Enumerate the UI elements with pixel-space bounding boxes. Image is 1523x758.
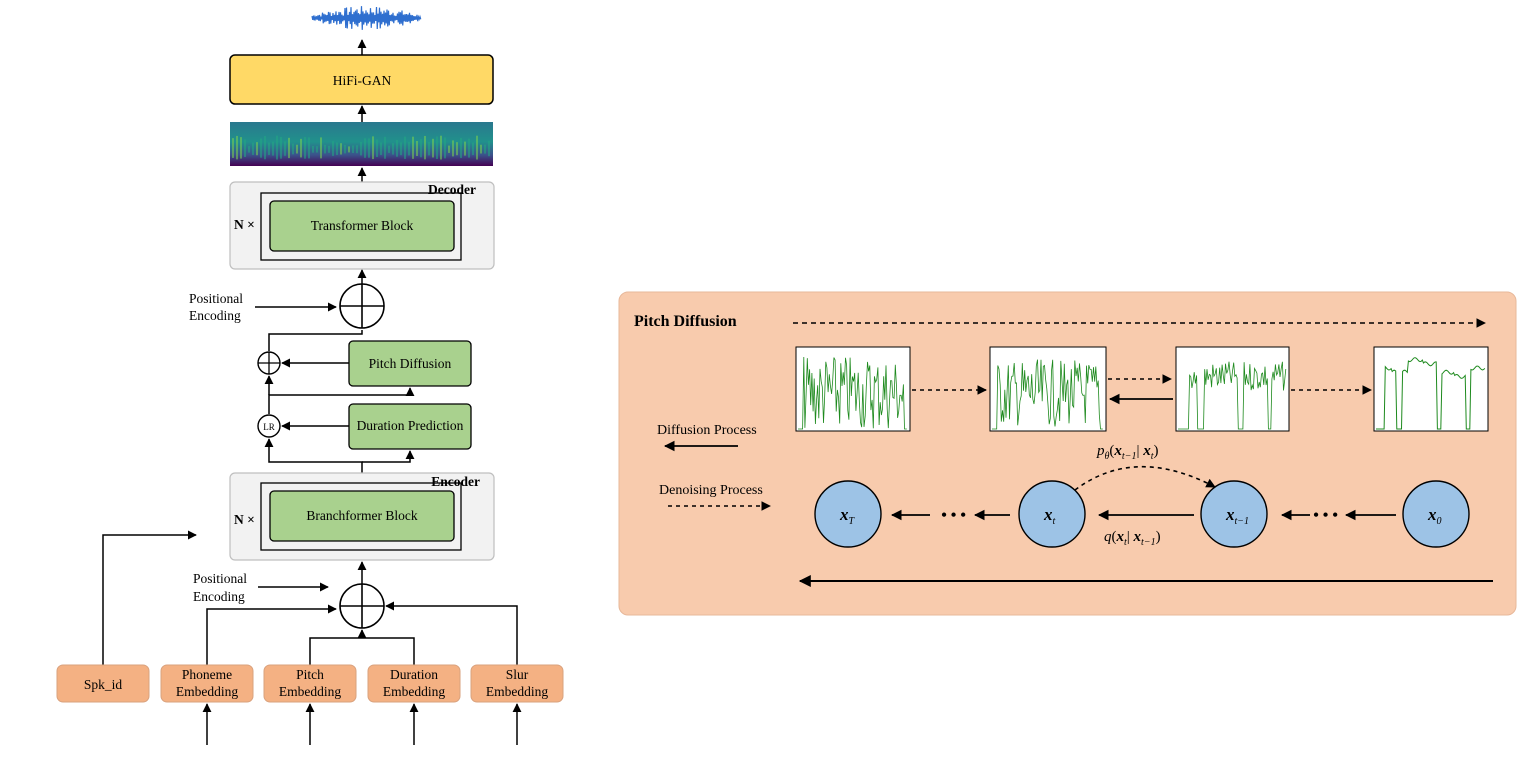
svg-text:xt−1: xt−1 <box>1225 505 1249 527</box>
pitch-diffusion-panel: Pitch Diffusion Diffusion Process Denois… <box>618 291 1517 616</box>
pitch-diffusion-label: Pitch Diffusion <box>369 356 452 371</box>
adder-pitch <box>257 351 281 375</box>
svg-text:xT: xT <box>839 505 856 527</box>
node-xt-1: xt−1 <box>1200 480 1268 548</box>
hifigan-label: HiFi-GAN <box>333 73 392 88</box>
pitch-plot-xt <box>989 346 1107 432</box>
input-label: Spk_id <box>84 677 123 692</box>
positional-encoding-top-line2: Encoding <box>189 308 241 323</box>
branchformer-block-label: Branchformer Block <box>306 508 418 523</box>
pitch-plot-x0 <box>1373 346 1489 432</box>
decoder-repeat-frame <box>260 192 462 261</box>
q-label: q(xt| xt−1) <box>1104 529 1161 548</box>
transformer-block <box>269 200 455 252</box>
length-regulator: LR <box>257 414 281 438</box>
p-theta-label: pθ(xt−1| xt) <box>1096 443 1159 462</box>
positional-encoding-top-line1: Positional <box>189 291 243 306</box>
encoder-container: Encoder N × Branchformer Block <box>229 472 495 561</box>
input-label: Duration <box>390 667 438 682</box>
decoder-n-times: N × <box>234 217 255 232</box>
input-label: Slur <box>506 667 529 682</box>
input-box-0: Spk_id <box>56 664 150 703</box>
diffusion-process-label: Diffusion Process <box>657 423 757 438</box>
adder-bottom <box>339 583 385 629</box>
positional-encoding-bottom-line1: Positional <box>193 571 247 586</box>
node-x0: x0 <box>1402 480 1470 548</box>
node-xt: xt <box>1018 480 1086 548</box>
input-label: Pitch <box>296 667 324 682</box>
ellipsis-left: • • • <box>941 507 966 524</box>
lr-label: LR <box>263 422 275 432</box>
svg-text:x0: x0 <box>1427 505 1442 527</box>
svg-text:xt: xt <box>1043 505 1056 527</box>
input-label: Phoneme <box>182 667 232 682</box>
hifigan-block: HiFi-GAN <box>229 54 494 105</box>
denoising-process-label: Denoising Process <box>659 483 763 498</box>
decoder-container: Decoder N × Transformer Block <box>229 181 495 270</box>
adder-top <box>339 283 385 329</box>
input-label: Embedding <box>383 684 445 699</box>
panel-title: Pitch Diffusion <box>634 313 737 330</box>
node-xT: xT <box>814 480 882 548</box>
input-label: Embedding <box>279 684 341 699</box>
branchformer-block <box>269 490 455 542</box>
waveform-image <box>311 6 422 30</box>
encoder-title: Encoder <box>431 474 480 489</box>
pitch-plot-xt-1 <box>1175 346 1290 432</box>
duration-prediction-label: Duration Prediction <box>357 418 464 433</box>
transformer-block-label: Transformer Block <box>311 218 414 233</box>
ellipsis-right: • • • <box>1313 507 1338 524</box>
encoder-repeat-frame <box>260 482 462 551</box>
pitch-plot-xT <box>795 346 911 432</box>
encoder-n-times: N × <box>234 512 255 527</box>
input-label: Embedding <box>176 684 238 699</box>
mel-spectrogram-image <box>230 122 493 166</box>
decoder-title: Decoder <box>428 182 476 197</box>
input-label: Embedding <box>486 684 548 699</box>
positional-encoding-bottom-line2: Encoding <box>193 589 245 604</box>
